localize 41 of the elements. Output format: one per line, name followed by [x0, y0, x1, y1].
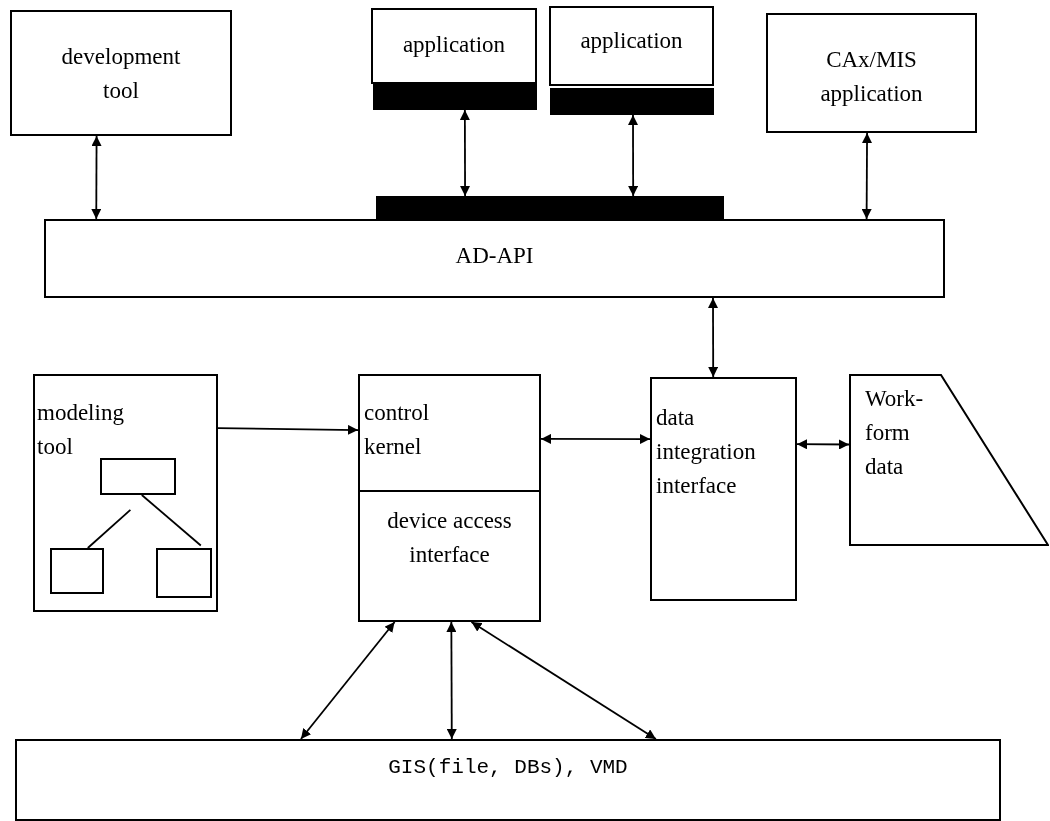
node-label: CAx/MIS application	[819, 46, 924, 108]
arrow	[300, 621, 396, 740]
node-label: Work-form data	[865, 385, 925, 481]
interface-bar	[550, 88, 714, 115]
interface-bar	[376, 196, 724, 219]
tree-node-box	[50, 548, 104, 594]
node-label: AD-API	[455, 242, 534, 270]
node-label: application	[402, 31, 506, 59]
tree-node-box	[100, 458, 176, 495]
arrow	[628, 114, 639, 197]
data-source-box	[15, 739, 1001, 821]
interface-box	[650, 377, 797, 601]
module-box	[358, 374, 541, 492]
application-box	[371, 8, 537, 84]
tool-box	[33, 374, 218, 612]
arrow	[217, 424, 359, 435]
node-label: control kernel	[364, 399, 431, 461]
interface-bar	[373, 83, 537, 110]
arrow	[796, 439, 850, 450]
module-box	[358, 490, 541, 622]
node-label: GIS(file, DBs), VMD	[388, 755, 628, 781]
node-label: development tool	[60, 43, 182, 105]
arrow	[470, 621, 657, 740]
connector-line	[140, 494, 202, 547]
node-label: data integration interface	[656, 404, 757, 500]
node-label: application	[580, 27, 683, 55]
node-label: device access interface	[386, 507, 513, 569]
node-label: modeling tool	[37, 399, 125, 461]
arrow	[91, 135, 102, 220]
connector-line	[86, 508, 132, 549]
arrow	[708, 297, 719, 378]
tool-box	[10, 10, 232, 136]
arrow	[861, 132, 872, 220]
api-layer-box	[44, 219, 945, 298]
data-store-shape	[849, 374, 1049, 546]
arrow	[459, 109, 471, 197]
application-box	[766, 13, 977, 133]
tree-node-box	[156, 548, 212, 598]
arrow	[446, 621, 457, 740]
arrow	[540, 433, 651, 445]
application-box	[549, 6, 714, 86]
